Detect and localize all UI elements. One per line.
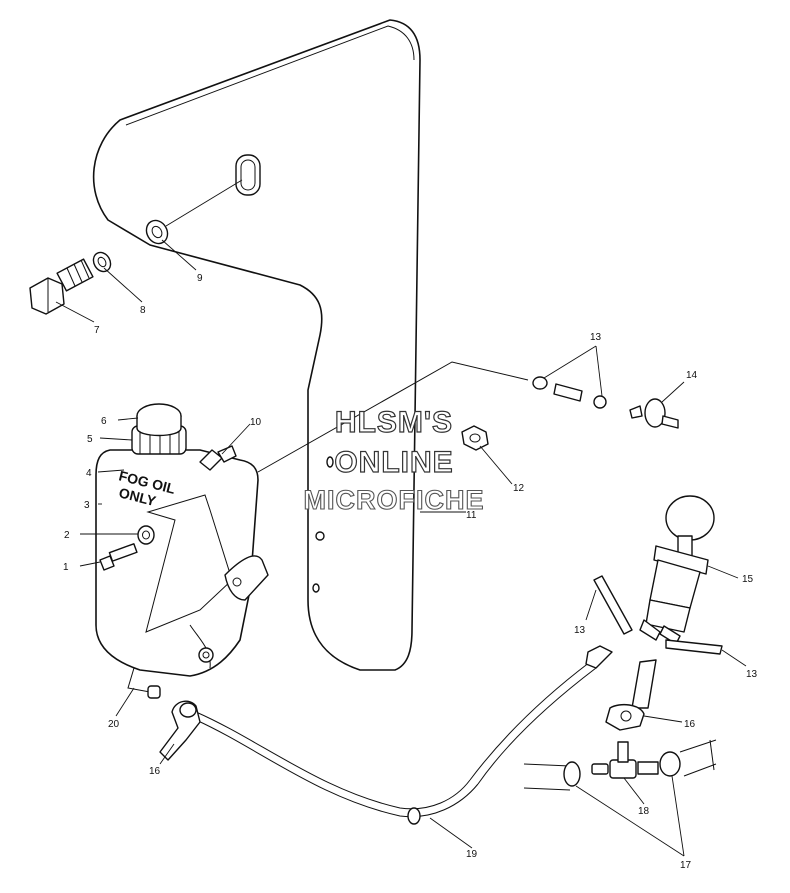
callout-6: 6 — [101, 416, 107, 427]
mounting-panel — [92, 19, 421, 671]
callout-2: 2 — [64, 530, 70, 541]
line-clamp-right — [605, 703, 645, 731]
callout-1: 1 — [63, 562, 69, 573]
callout-13-right: 13 — [746, 669, 758, 680]
callout-leaders — [55, 239, 747, 857]
watermark-line2: ONLINE — [334, 446, 453, 479]
callout-11: 11 — [466, 510, 477, 521]
upper-vent-line — [257, 361, 529, 473]
callout-12: 12 — [513, 483, 525, 494]
callout-7: 7 — [94, 325, 100, 336]
callout-13-top: 13 — [590, 332, 602, 343]
check-valve-fittings — [532, 376, 679, 429]
bolt-and-washers — [29, 179, 243, 315]
callout-3: 3 — [84, 500, 90, 511]
watermark: HLSM'S ONLINE MICROFICHE — [303, 405, 485, 515]
callout-16-right: 16 — [684, 719, 696, 730]
pump-hose-fittings — [585, 575, 723, 709]
lower-line-and-tee — [523, 739, 717, 791]
oil-tank: FOG OIL ONLY — [95, 403, 269, 699]
callout-17: 17 — [680, 860, 692, 871]
watermark-line1: HLSM'S — [335, 406, 453, 439]
callout-20: 20 — [108, 719, 120, 730]
primer-pump — [639, 495, 715, 645]
callout-15: 15 — [742, 574, 754, 585]
watermark-line3: MICROFICHE — [304, 485, 485, 515]
callout-10: 10 — [250, 417, 262, 428]
callout-9: 9 — [197, 273, 203, 284]
callout-8: 8 — [140, 305, 146, 316]
callout-4: 4 — [86, 468, 92, 479]
callout-numbers: 1 2 3 4 5 6 7 8 9 10 11 12 13 13 13 14 1… — [63, 273, 758, 871]
line-clamp-left — [159, 700, 201, 761]
callout-18: 18 — [638, 806, 650, 817]
callout-19: 19 — [466, 849, 478, 860]
callout-13-left: 13 — [574, 625, 586, 636]
oil-line — [195, 661, 597, 825]
callout-5: 5 — [87, 434, 93, 445]
callout-14: 14 — [686, 370, 698, 381]
nut — [461, 425, 489, 451]
callout-16-left: 16 — [149, 766, 161, 777]
